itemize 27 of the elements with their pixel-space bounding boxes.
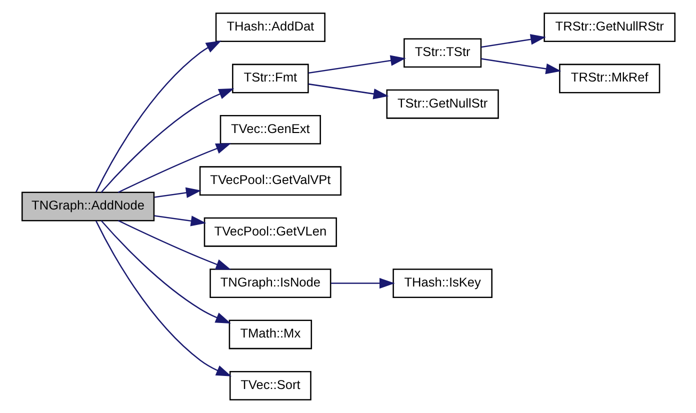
arrow	[480, 34, 546, 48]
node-box: TStr::TStr	[403, 38, 482, 68]
node-box: TVec::GenExt	[219, 114, 320, 144]
arrow	[94, 40, 221, 192]
node-box: TStr::Fmt	[232, 64, 308, 94]
arrow	[154, 215, 206, 226]
arrow	[154, 187, 201, 198]
arrow	[117, 143, 231, 193]
arrow	[308, 83, 388, 100]
arrow	[117, 220, 231, 270]
arrow	[480, 58, 561, 74]
node-box: TStr::GetNullStr	[386, 89, 498, 119]
arrow	[330, 278, 394, 289]
node-box: TRStr::GetNullRStr	[543, 12, 676, 42]
node-box: TVecPool::GetValVPt	[198, 166, 341, 196]
node-box: THash::AddDat	[214, 12, 325, 42]
node-box: TVec::Sort	[228, 370, 311, 400]
node-box: TRStr::MkRef	[558, 64, 660, 94]
node-box: TMath::Mx	[228, 320, 312, 350]
node-box: TVecPool::GetVLen	[203, 217, 336, 247]
node-box: TNGraph::IsNode	[209, 268, 331, 298]
arrow	[100, 88, 234, 193]
node-box: TNGraph::AddNode	[20, 192, 154, 222]
arrow	[94, 220, 232, 376]
arrow	[100, 220, 230, 324]
arrow	[308, 55, 406, 74]
node-box: THash::IsKey	[392, 268, 492, 298]
